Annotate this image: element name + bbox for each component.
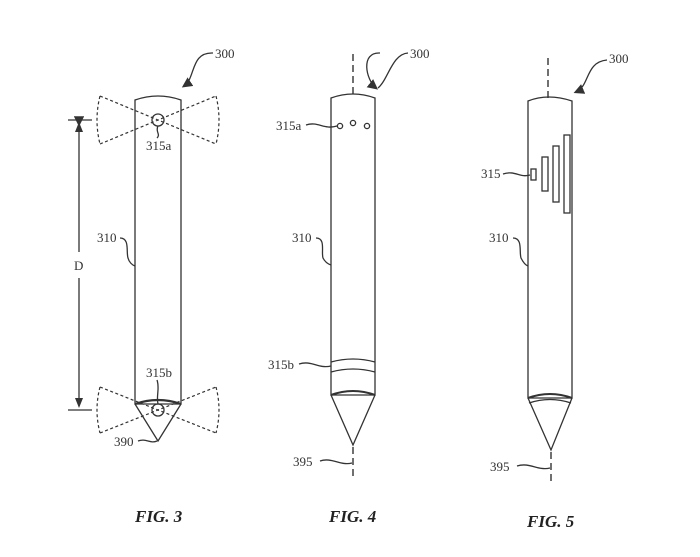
leader-315a (305, 123, 338, 128)
label-395: 395 (293, 454, 313, 469)
caption-fig-3: FIG. 3 (134, 507, 183, 526)
label-315a: 315a (276, 118, 302, 133)
pen-body (134, 95, 182, 405)
field-arc-bottom (96, 386, 220, 434)
caption-fig-4: FIG. 4 (328, 507, 376, 526)
label-315a: 315a (146, 138, 172, 153)
pen-tip (330, 394, 376, 447)
label-300: 300 (410, 46, 430, 61)
label-D: D (74, 258, 83, 273)
leader-315a (156, 125, 160, 139)
label-315b: 315b (146, 365, 172, 380)
caption-fig-5: FIG. 5 (526, 512, 575, 531)
leader-390 (137, 439, 158, 443)
dimension-arrow-up (75, 122, 83, 132)
leader-300-curve (377, 52, 409, 89)
pen-body (527, 96, 573, 399)
leader-300 (181, 52, 214, 88)
field-arc-top (96, 95, 220, 145)
leader-300 (573, 59, 608, 94)
leader-315b (298, 362, 332, 368)
figure-5: 300 315 310 395 FIG. 5 (481, 51, 629, 531)
label-395: 395 (490, 459, 510, 474)
label-300: 300 (609, 51, 629, 66)
sensor-315 (530, 168, 537, 181)
signal-bar (563, 134, 571, 214)
figure-3: 300 315a 315b 390 D 310 FIG. 3 (68, 46, 235, 526)
pen-body (330, 93, 376, 396)
leader-310 (512, 237, 529, 267)
leader-315b (156, 379, 159, 405)
leader-310 (315, 237, 332, 266)
sensor-hole (336, 122, 344, 130)
figure-4: 300 315a 315b 310 395 FIG. 4 (268, 46, 430, 526)
signal-bar (552, 145, 560, 203)
label-300: 300 (215, 46, 235, 61)
leader-395 (319, 459, 353, 465)
pen-tip (527, 397, 573, 452)
label-310: 310 (292, 230, 312, 245)
leader-315 (502, 172, 531, 177)
label-310: 310 (489, 230, 509, 245)
field-lines-top (99, 95, 217, 145)
dimension-arrow-down (75, 398, 83, 408)
label-315b: 315b (268, 357, 294, 372)
signal-bar (541, 156, 549, 192)
leader-300 (366, 52, 381, 90)
leader-395 (516, 464, 551, 470)
field-lines-bottom (99, 386, 217, 434)
sensor-hole (349, 119, 357, 127)
tip-band (330, 390, 376, 396)
label-390: 390 (114, 434, 134, 449)
label-315: 315 (481, 166, 501, 181)
sensor-bands-315b (330, 358, 376, 373)
tip-band-inner (528, 398, 572, 404)
label-310: 310 (97, 230, 117, 245)
sensor-hole (363, 122, 371, 130)
leader-310 (119, 237, 136, 267)
tip-band (527, 393, 573, 399)
